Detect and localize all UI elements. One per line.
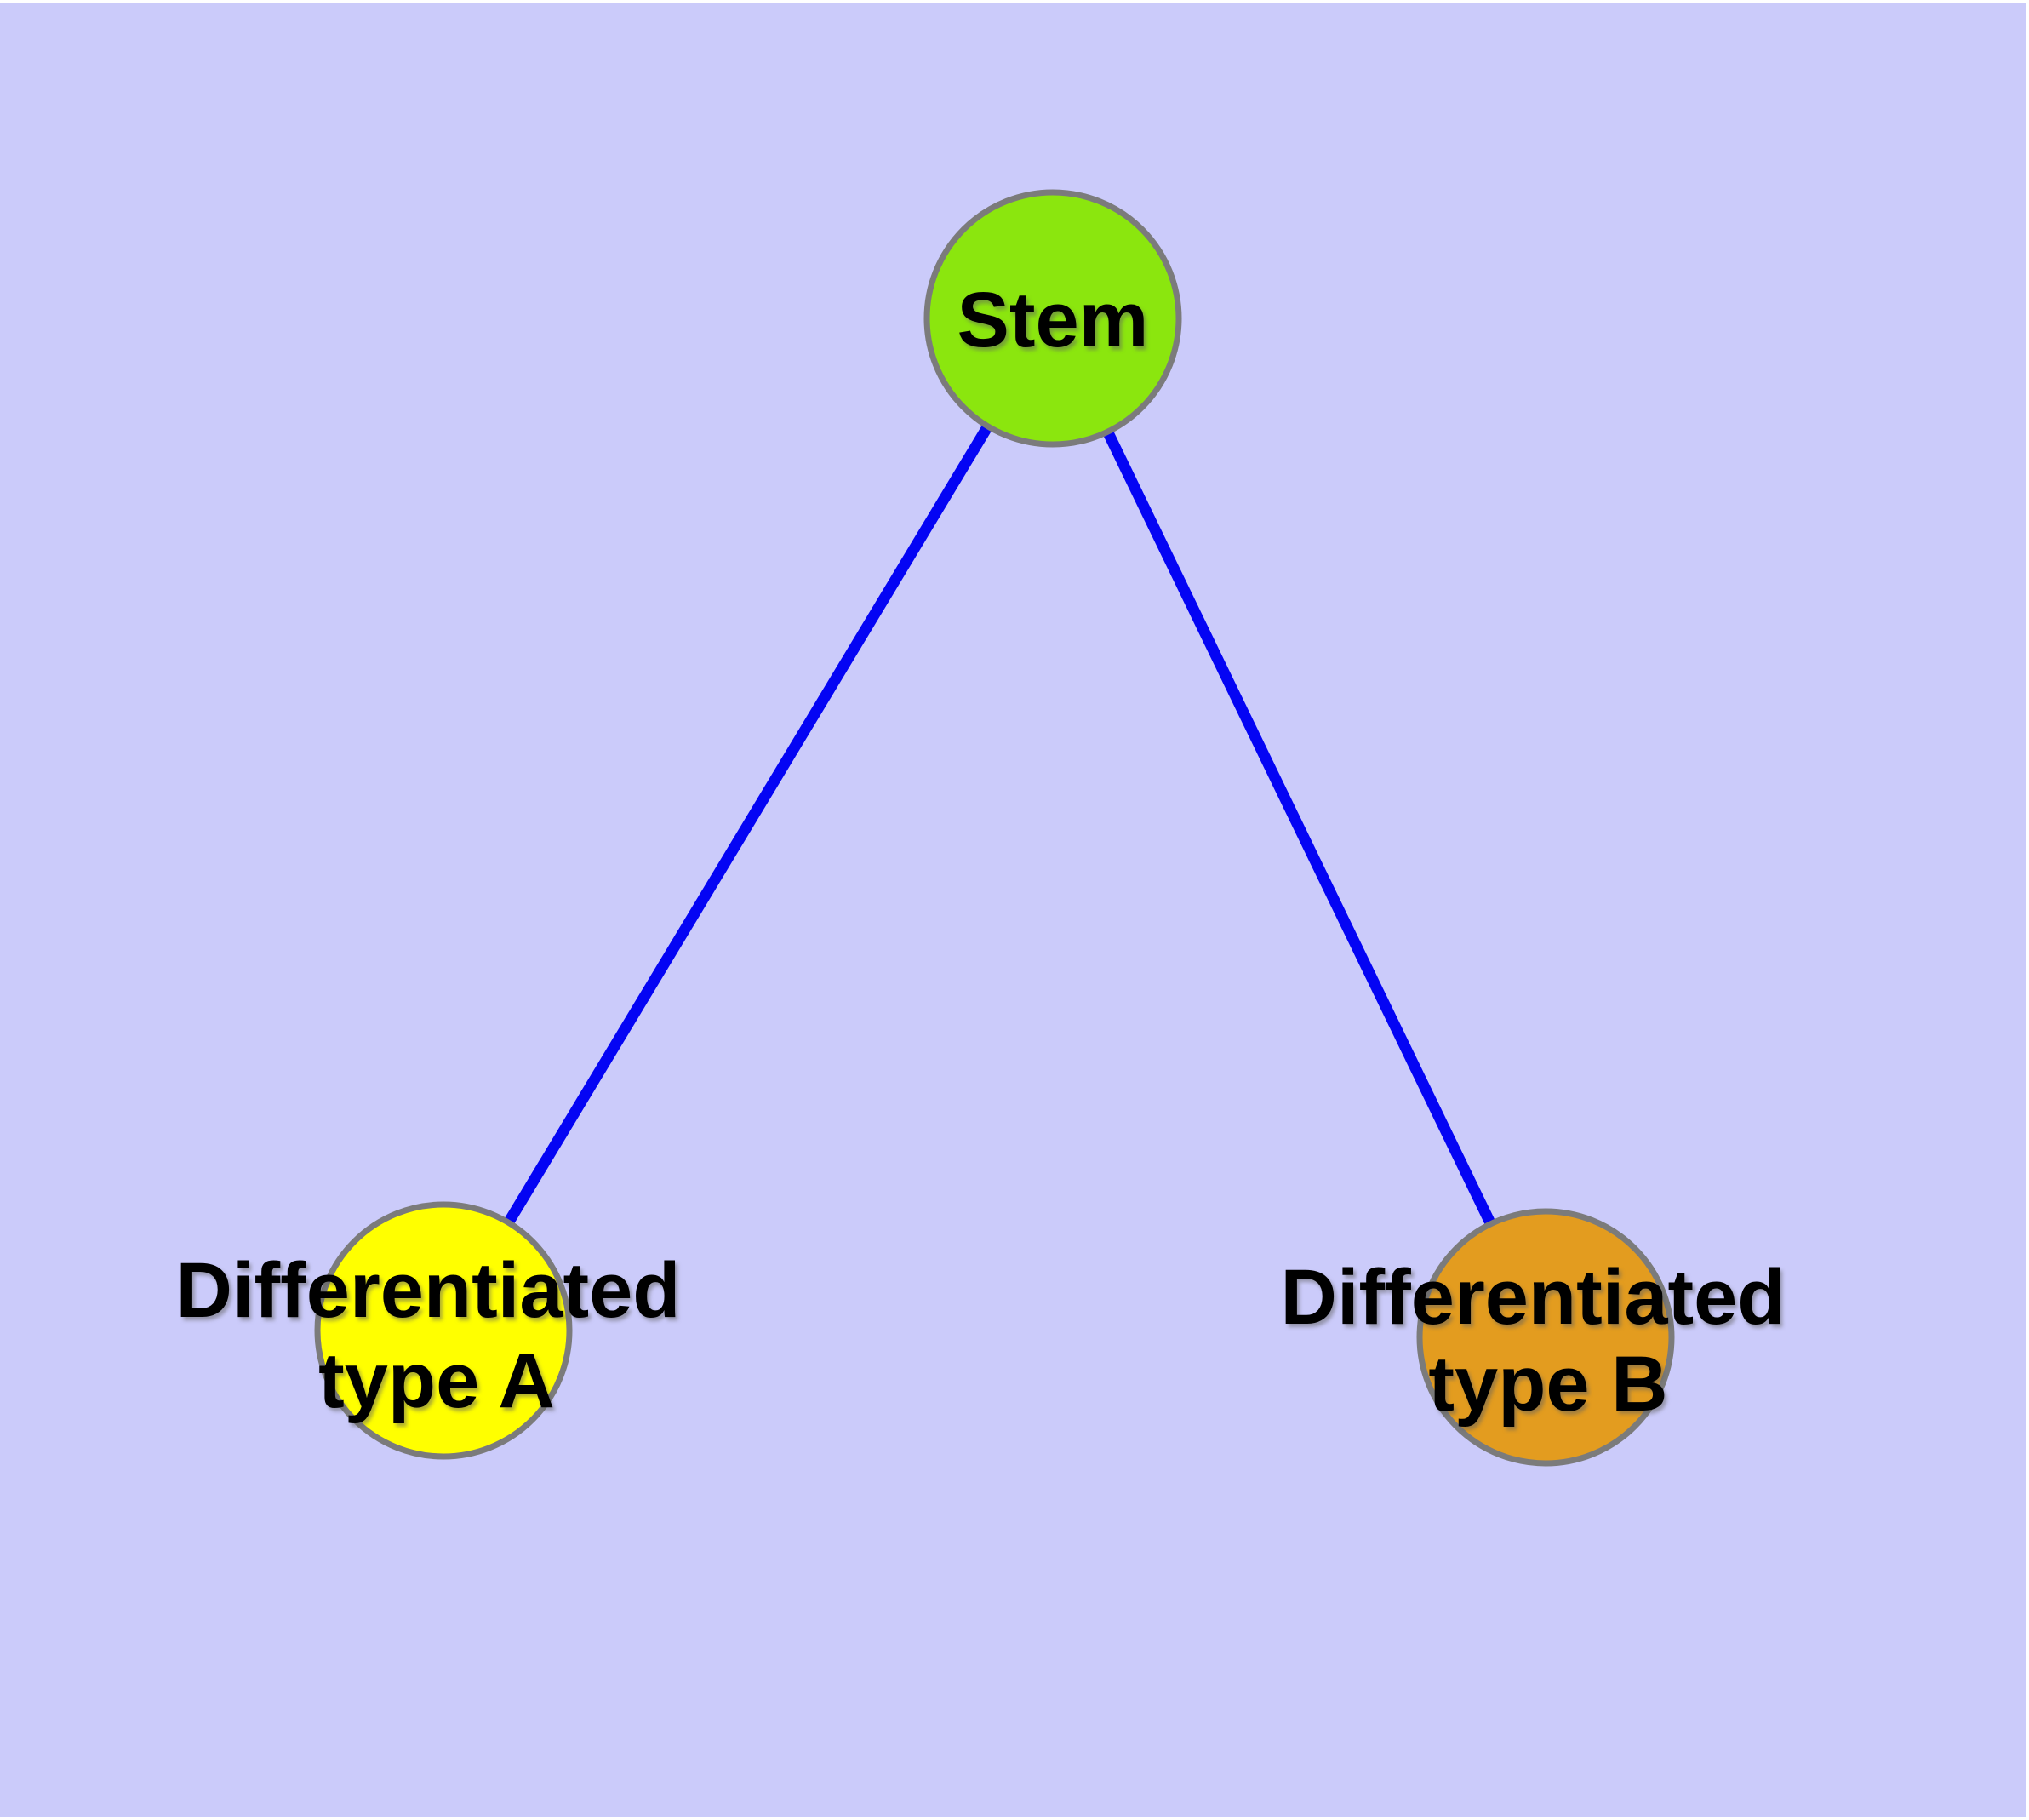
node-type-b-label-line2: type B [1428, 1341, 1667, 1428]
node-differentiated-type-a [314, 1201, 573, 1460]
node-type-a-label-line2: type A [318, 1337, 555, 1424]
edge-stem-to-type-a [438, 315, 1058, 1334]
node-type-b-label-line1: Differentiated [1281, 1254, 1786, 1341]
node-differentiated-type-b [1416, 1208, 1675, 1467]
node-stem [923, 189, 1182, 448]
node-stem-label: Stem [957, 277, 1149, 363]
edge-stem-to-type-b [1048, 316, 1551, 1340]
node-type-a-label-line1: Differentiated [176, 1247, 681, 1334]
